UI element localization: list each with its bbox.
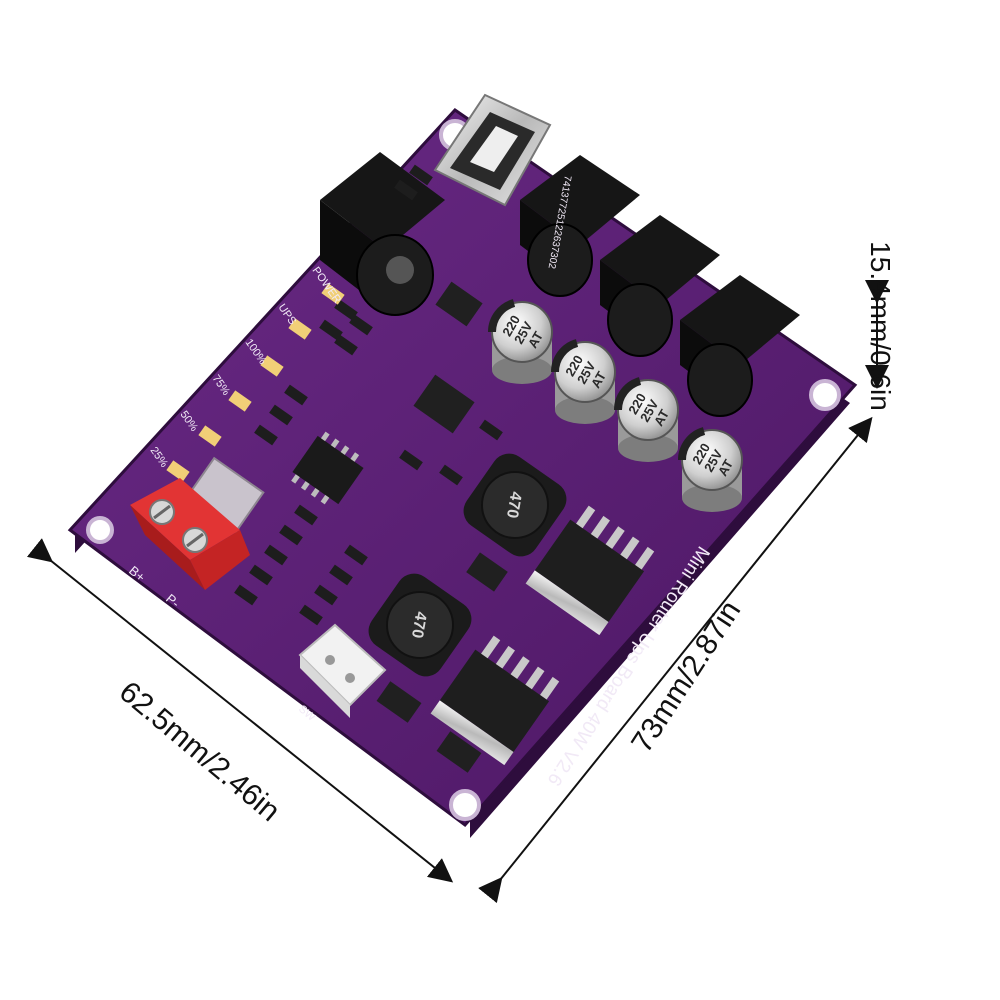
usb-port xyxy=(433,93,552,207)
capacitor-text: 22025VAT xyxy=(499,312,548,354)
status-leds xyxy=(166,283,345,482)
capacitor: 22025VAT xyxy=(487,299,553,384)
capacitor: 22025VAT xyxy=(613,377,679,462)
width-arrow xyxy=(26,538,454,883)
height-dimension-label: 15.4mm/0.6in xyxy=(864,241,896,411)
dc-jacks xyxy=(320,152,800,417)
capacitor: 22025VAT xyxy=(550,339,616,424)
capacitor: 22025VAT xyxy=(677,427,743,512)
controller-chip xyxy=(291,431,364,505)
length-arrow xyxy=(478,416,873,904)
